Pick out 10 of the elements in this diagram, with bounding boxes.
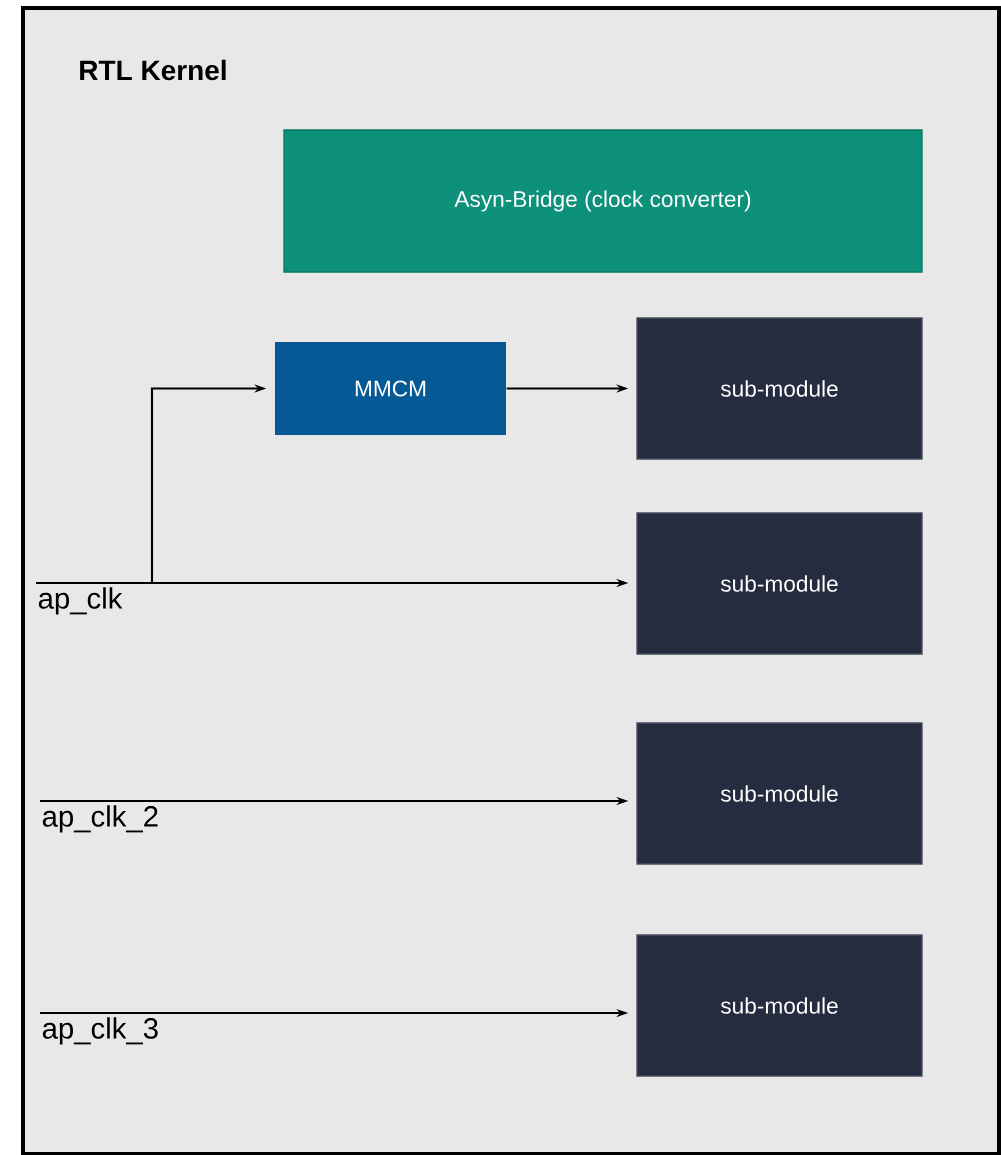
kernel-title: RTL Kernel <box>80 59 226 81</box>
signal-label: ap_clk <box>38 587 123 615</box>
signal-label: ap_clk_2 <box>42 805 158 833</box>
bridge-box: Asyn-Bridge (clock converter) <box>283 129 923 273</box>
sub-module-box: sub-module <box>636 512 923 655</box>
signal-label: ap_clk_3 <box>42 1017 158 1045</box>
sub-module-box: sub-module <box>636 934 923 1077</box>
mmcm-box: MMCM <box>275 342 506 435</box>
sub-module-box: sub-module <box>636 722 923 865</box>
sub-module-box: sub-module <box>636 317 923 460</box>
